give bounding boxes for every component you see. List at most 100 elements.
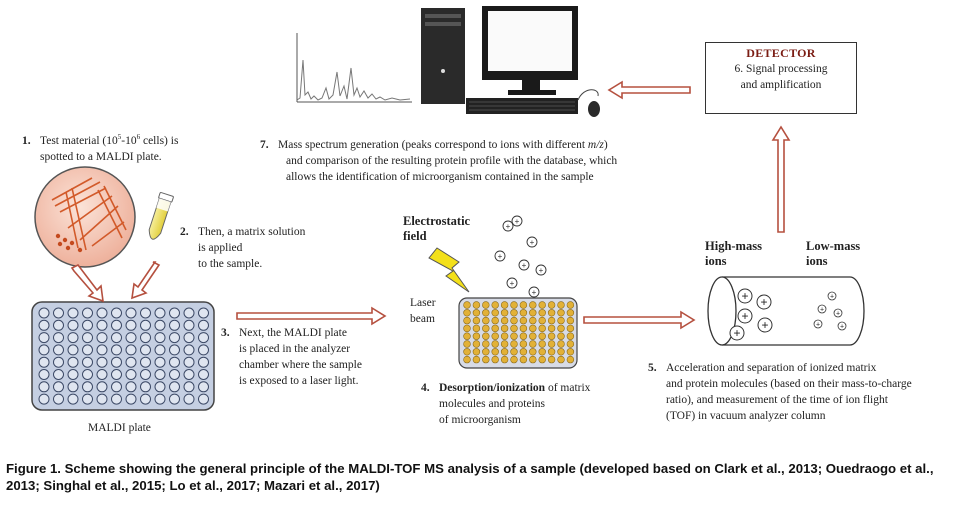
computer-tower-icon xyxy=(421,8,465,104)
target-well xyxy=(538,348,546,356)
plate-well xyxy=(169,344,180,356)
target-well xyxy=(491,301,499,309)
svg-text:+: + xyxy=(733,326,740,340)
target-well xyxy=(482,316,490,325)
plate-well xyxy=(183,393,195,405)
target-well xyxy=(529,316,537,325)
plate-well xyxy=(140,381,151,393)
plate-well xyxy=(183,332,195,344)
mass-spectrum-plot xyxy=(296,33,412,103)
target-well xyxy=(510,340,518,348)
svg-text:+: + xyxy=(836,311,840,318)
target-well xyxy=(482,301,490,309)
plate-well xyxy=(169,319,180,331)
plate-well xyxy=(154,381,166,393)
maldi-plate-icon xyxy=(31,301,215,411)
target-well xyxy=(482,309,490,317)
plate-well xyxy=(154,344,166,356)
plate-well xyxy=(67,356,79,368)
plate-well xyxy=(53,344,64,356)
target-well xyxy=(463,355,471,364)
detector-title: DETECTOR xyxy=(746,46,816,60)
target-well xyxy=(500,332,509,340)
target-well xyxy=(472,316,481,325)
step-2-text: 2.Then, a matrix solution is applied to … xyxy=(180,226,306,270)
target-well xyxy=(463,301,471,309)
target-well xyxy=(491,316,499,325)
target-well xyxy=(500,316,509,325)
target-well xyxy=(566,301,575,309)
detector-box: DETECTOR 6. Signal processing and amplif… xyxy=(705,42,857,114)
plate-well xyxy=(67,332,79,344)
tof-analyzer-tube: + + + + + + + + + + xyxy=(707,276,865,346)
svg-text:+: + xyxy=(820,307,824,314)
step-5-text: 5.Acceleration and separation of ionized… xyxy=(648,362,912,422)
step-3-text: 3.Next, the MALDI plate is placed in the… xyxy=(221,327,362,387)
plate-well xyxy=(169,307,180,319)
plate-well xyxy=(140,356,151,368)
target-well xyxy=(557,355,565,364)
plate-well xyxy=(169,356,180,368)
target-well xyxy=(529,301,537,309)
sample-tube-icon xyxy=(148,192,174,240)
target-well xyxy=(519,301,528,309)
target-well xyxy=(547,316,556,325)
plate-well xyxy=(183,319,195,331)
svg-text:+: + xyxy=(760,295,767,309)
plate-well xyxy=(53,381,64,393)
plate-well xyxy=(111,344,122,356)
svg-text:+: + xyxy=(515,217,520,226)
target-well xyxy=(500,348,509,356)
plate-well xyxy=(125,332,137,344)
plate-well xyxy=(198,332,209,344)
target-well xyxy=(538,309,546,317)
target-well xyxy=(500,301,509,309)
plate-well xyxy=(125,356,137,368)
plate-well xyxy=(111,319,122,331)
target-well xyxy=(463,324,471,333)
svg-text:+: + xyxy=(530,238,535,247)
arrow-plate-to-target xyxy=(236,306,387,326)
target-well xyxy=(529,309,537,317)
target-well xyxy=(472,332,481,340)
target-well xyxy=(463,309,471,317)
step-1-text: 1.Test material (105-106 cells) is spott… xyxy=(22,133,179,163)
target-well xyxy=(566,355,575,364)
target-well xyxy=(510,309,518,317)
svg-text:+: + xyxy=(498,252,503,261)
target-well xyxy=(472,340,481,348)
target-well xyxy=(500,355,509,364)
plate-well xyxy=(154,369,166,380)
target-well xyxy=(500,309,509,317)
target-well xyxy=(482,355,490,364)
target-well xyxy=(519,309,528,317)
plate-well xyxy=(198,344,209,356)
target-well xyxy=(557,348,565,356)
target-well xyxy=(566,332,575,340)
target-well xyxy=(529,324,537,333)
plate-well xyxy=(96,332,108,344)
plate-well xyxy=(96,344,108,356)
target-well xyxy=(547,355,556,364)
plate-well xyxy=(111,369,122,380)
target-well xyxy=(547,340,556,348)
svg-text:+: + xyxy=(840,324,844,331)
target-well xyxy=(538,316,546,325)
plate-well xyxy=(38,356,50,368)
svg-text:+: + xyxy=(816,322,820,329)
plate-well xyxy=(111,356,122,368)
target-well xyxy=(557,332,565,340)
target-well xyxy=(510,355,518,364)
laser-bolt-icon xyxy=(428,247,470,293)
plate-well xyxy=(96,356,108,368)
target-well xyxy=(500,340,509,348)
target-well xyxy=(557,309,565,317)
plate-well xyxy=(198,319,209,331)
target-well xyxy=(510,301,518,309)
target-well xyxy=(491,309,499,317)
target-well xyxy=(538,355,546,364)
plate-well xyxy=(183,369,195,380)
plate-well xyxy=(38,381,50,393)
plate-well xyxy=(154,307,166,319)
plate-well xyxy=(82,332,93,344)
